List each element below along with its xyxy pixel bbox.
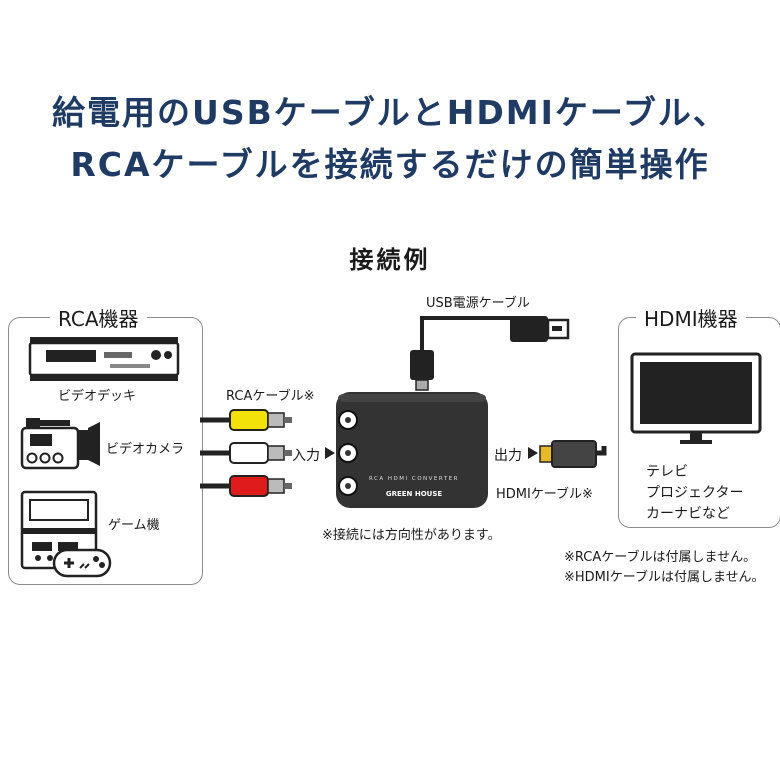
hdmi-group-title: HDMI機器	[636, 303, 746, 332]
hdmi-device-tv: テレビ	[646, 464, 688, 480]
output-label: 出力	[494, 448, 522, 464]
headline-line-1: 給電用のUSBケーブルとHDMIケーブル、	[52, 93, 728, 132]
video-camera-label: ビデオカメラ	[106, 442, 185, 457]
direction-note: ※接続には方向性があります。	[322, 528, 501, 543]
hdmi-device-projector: プロジェクター	[646, 485, 744, 501]
converter-brand-text: GREEN HOUSE	[386, 490, 443, 498]
video-deck-label: ビデオデッキ	[58, 389, 137, 404]
hdmi-device-list: テレビ プロジェクター カーナビなど	[646, 462, 743, 525]
converter-device: RCA HDMI CONVERTER GREEN HOUSE	[336, 392, 488, 508]
hdmi-device-carnavi: カーナビなど	[646, 506, 730, 522]
diagram-subtitle: 接続例	[349, 246, 431, 274]
hdmi-cable-note: ※HDMIケーブルは付属しません。	[564, 570, 765, 585]
video-deck-icon	[28, 337, 180, 381]
input-label: 入力	[292, 448, 320, 464]
usb-cable-label: USB電源ケーブル	[426, 296, 530, 311]
video-camera-icon	[20, 418, 100, 470]
rca-cable-note: ※RCAケーブルは付属しません。	[564, 550, 757, 565]
rca-cable	[200, 409, 292, 497]
game-console-label: ゲーム機	[108, 518, 160, 533]
converter-model-text: RCA HDMI CONVERTER	[369, 476, 459, 482]
headline-line-2: RCAケーブルを接続するだけの簡単操作	[70, 145, 710, 184]
rca-group-title: RCA機器	[50, 303, 147, 332]
usb-power-cable	[410, 316, 570, 391]
hdmi-cable	[539, 440, 607, 468]
rca-cable-label: RCAケーブル※	[226, 389, 315, 404]
hdmi-cable-label: HDMIケーブル※	[496, 487, 593, 502]
gamepad-icon	[52, 548, 112, 578]
footnotes: ※RCAケーブルは付属しません。 ※HDMIケーブルは付属しません。	[564, 548, 765, 588]
tv-icon	[630, 352, 762, 444]
